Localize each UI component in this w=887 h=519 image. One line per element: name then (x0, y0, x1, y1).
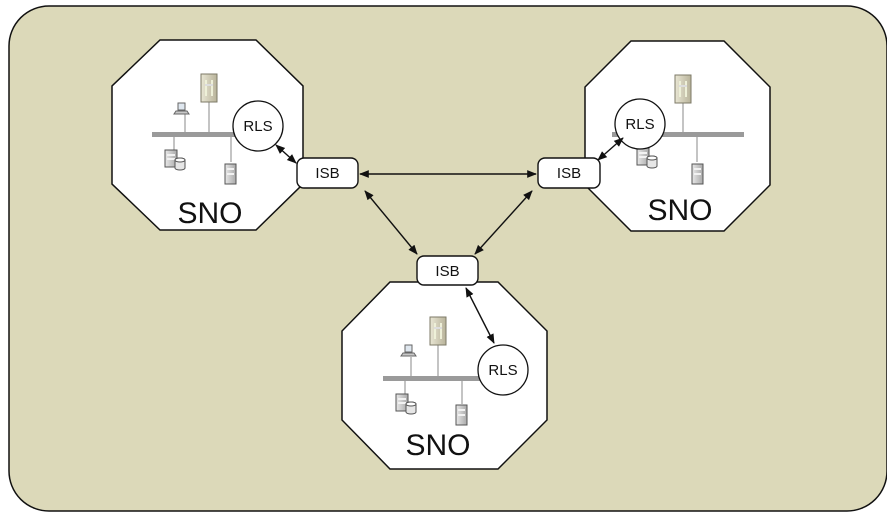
top-left-rls-circle (232, 100, 284, 152)
isb-right-label: ISB (557, 165, 581, 182)
isb-bottom-label: ISB (435, 263, 459, 280)
top-right-rls-circle (614, 98, 666, 150)
top-left-rls-label: RLS (243, 118, 272, 135)
top-left-sno-label: SNO (177, 197, 242, 230)
bottom-rls-circle (477, 344, 529, 396)
connector-right-rls-isb (597, 137, 624, 161)
top-right-rls-label: RLS (625, 116, 654, 133)
top-right-sno-label: SNO (647, 194, 712, 227)
connections (275, 137, 624, 344)
bottom-sno-label: SNO (405, 429, 470, 462)
isb-right-box (537, 157, 601, 189)
bottom-sno-octagon (341, 281, 548, 470)
connector-left-rls-isb (275, 144, 297, 164)
isb-left-label: ISB (315, 165, 339, 182)
server-tower-icon (674, 74, 692, 104)
workstation-icon (691, 163, 704, 185)
connector-isb-right-isb-bottom (474, 190, 533, 255)
isb-left-box (296, 157, 359, 189)
bottom-network-bar (383, 376, 525, 381)
isb-bottom: ISB (416, 255, 479, 286)
top-left-domain: RLS SNO (111, 39, 304, 231)
server-tower-icon (429, 316, 447, 346)
workstation-icon (224, 163, 237, 185)
server-tower-icon (200, 73, 218, 103)
workstation-icon (455, 404, 468, 426)
isb-right: ISB (537, 157, 601, 189)
top-right-network-bar (612, 132, 744, 137)
connector-isb-left-isb-bottom (364, 190, 418, 255)
isb-left: ISB (296, 157, 359, 189)
bottom-domain: RLS SNO (341, 281, 548, 470)
top-right-domain: RLS SNO (584, 40, 771, 232)
top-left-network-bar (152, 132, 280, 137)
bottom-rls-label: RLS (488, 362, 517, 379)
isb-bottom-box (416, 255, 479, 286)
connector-bottom-isb-rls (465, 287, 495, 344)
